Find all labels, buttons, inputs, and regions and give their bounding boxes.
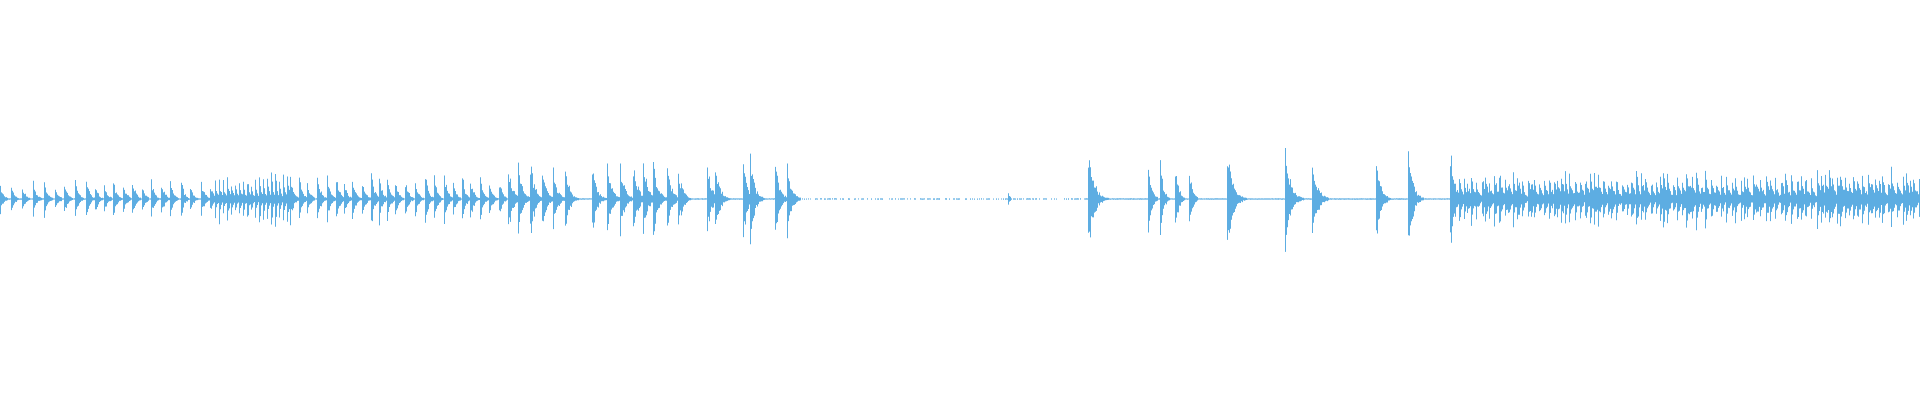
waveform-path [0, 148, 1920, 252]
